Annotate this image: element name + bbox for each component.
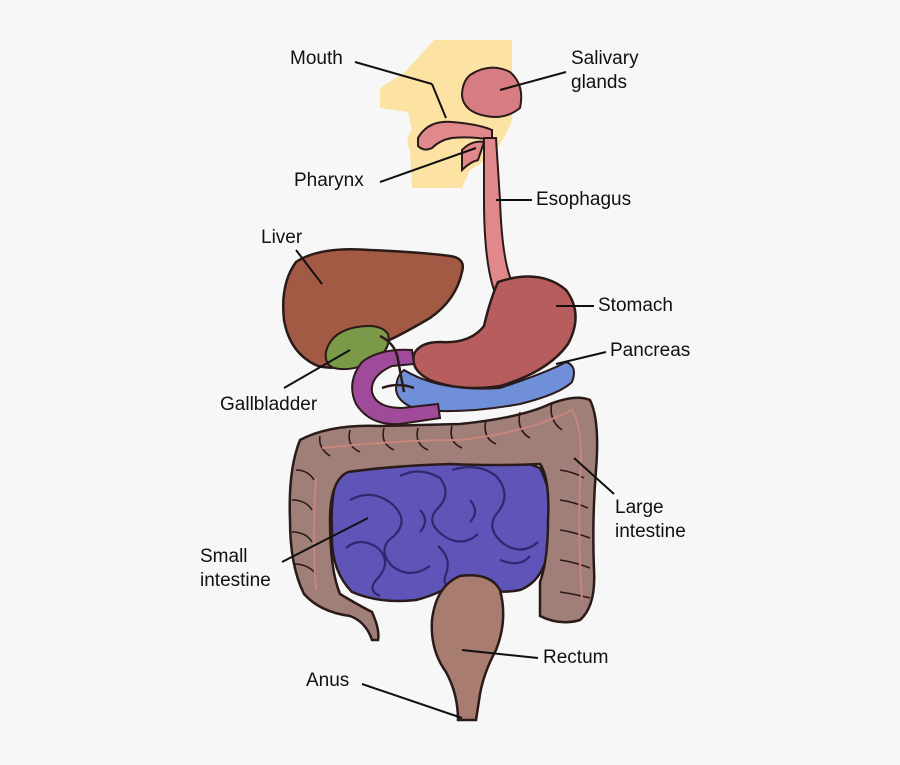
label-pharynx-text: Pharynx [294,170,364,191]
label-gallbladder: Gallbladder [220,393,317,417]
stomach-organ [412,275,577,390]
pancreas-organ [394,360,575,413]
label-anus: Anus [306,669,349,693]
label-rectum-text: Rectum [543,647,609,668]
esophagus-tube [483,137,514,292]
leader-rectum [461,649,539,659]
label-small-intestine: Small intestine [200,545,271,593]
leader-mouth-2 [431,83,447,119]
label-stomach-text: Stomach [598,295,673,316]
label-anus-text: Anus [306,670,350,691]
label-liver: Liver [261,226,302,250]
large-intestine-organ [288,396,599,642]
leader-pharynx [379,147,477,183]
leader-large-intestine [573,457,615,495]
small-intestine-mass [330,453,553,603]
label-large-line2: intestine [615,521,686,542]
label-pancreas: Pancreas [610,339,690,363]
colon-haustra [291,401,591,599]
colon-taenia [313,408,583,601]
label-small-line1: Small [200,546,248,567]
label-liver-text: Liver [261,227,303,248]
label-pharynx: Pharynx [294,169,364,193]
label-small-line2: intestine [200,570,271,591]
label-gallbladder-text: Gallbladder [220,394,318,415]
leader-lines [281,61,615,719]
pharynx-tube [461,140,486,173]
leader-gallbladder [283,349,351,389]
label-salivary-glands: Salivary glands [571,47,639,95]
liver-organ [282,247,464,369]
label-mouth: Mouth [290,47,343,71]
salivary-gland [460,66,523,118]
rectum-organ [430,574,505,722]
label-pancreas-text: Pancreas [610,340,691,361]
leader-salivary [499,71,567,91]
label-esophagus: Esophagus [536,188,631,212]
label-stomach: Stomach [598,294,673,318]
label-esophagus-text: Esophagus [536,189,632,210]
duodenum [351,348,442,426]
label-large-intestine: Large intestine [615,496,686,544]
leader-mouth [354,61,433,85]
leader-anus [361,683,463,719]
label-rectum: Rectum [543,646,608,670]
leader-small-intestine [281,517,369,563]
small-intestine-coils [345,465,539,598]
label-mouth-text: Mouth [290,48,343,69]
leader-liver [295,249,323,285]
leader-pancreas [555,351,607,365]
label-salivary-line2: glands [571,72,627,93]
mouth-cavity [417,120,493,151]
label-large-line1: Large [615,497,664,518]
bile-duct [379,334,415,393]
label-salivary-line1: Salivary [571,48,639,69]
